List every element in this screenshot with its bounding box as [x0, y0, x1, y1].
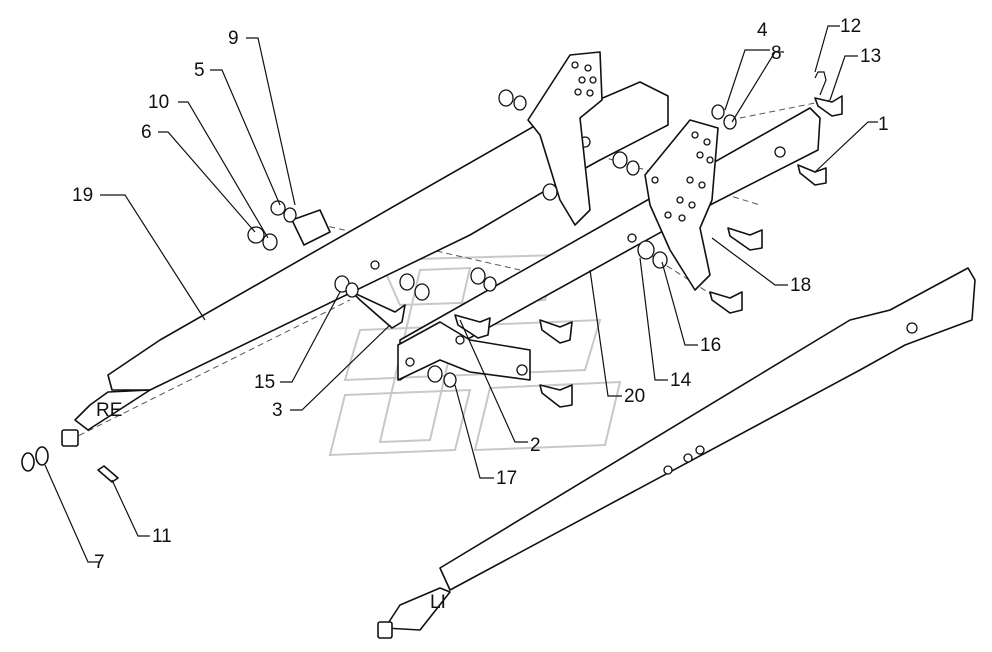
callout-17: 17	[496, 468, 517, 489]
callout-4: 4	[757, 20, 768, 41]
hitch-pin	[21, 429, 119, 483]
clamp-plate	[291, 209, 531, 381]
drawbar-left	[377, 267, 976, 639]
callout-9: 9	[228, 28, 239, 49]
callout-20: 20	[624, 386, 645, 407]
callout-3: 3	[272, 400, 283, 421]
callout-19: 19	[72, 185, 93, 206]
callout-10: 10	[148, 92, 169, 113]
callout-2: 2	[530, 435, 541, 456]
callout-6: 6	[141, 122, 152, 143]
side-label-left: LI	[430, 592, 446, 613]
callout-11: 11	[152, 526, 172, 547]
leader-lines	[44, 25, 878, 563]
callout-15: 15	[254, 372, 275, 393]
side-label-right: RE	[96, 400, 122, 421]
callout-13: 13	[860, 46, 881, 67]
callout-8: 8	[771, 43, 782, 64]
callout-1: 1	[878, 114, 889, 135]
callout-labels: 1 2 3 4 5 6 7 8 9 10 11 12 13 14 15 16 1…	[72, 16, 889, 573]
callout-5: 5	[194, 60, 205, 81]
callout-7: 7	[94, 552, 105, 573]
nuts-and-washers	[247, 89, 737, 388]
callout-12: 12	[840, 16, 861, 37]
callout-16: 16	[700, 335, 721, 356]
mounting-plate-upper	[527, 51, 603, 226]
callout-18: 18	[790, 275, 811, 296]
mounting-plate-lower	[644, 119, 719, 291]
callout-14: 14	[670, 370, 692, 391]
